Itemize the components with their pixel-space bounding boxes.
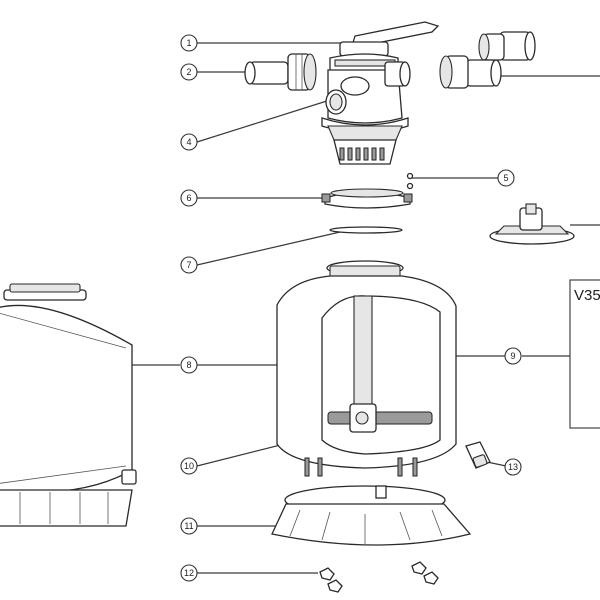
union-connector-right-lower [439, 55, 502, 89]
callout-8: 8 [180, 356, 198, 374]
callout-7: 7 [180, 256, 198, 274]
drain-cap [465, 441, 491, 469]
callout-11-label: 11 [184, 521, 193, 531]
callout-4-label: 4 [186, 137, 191, 147]
callout-1-label: 1 [186, 38, 191, 48]
callout-5: 5 [497, 169, 515, 187]
callout-2-label: 2 [186, 67, 191, 77]
callout-7-label: 7 [186, 260, 191, 270]
clamp-ring [321, 188, 413, 209]
callout-11: 11 [180, 517, 198, 535]
callout-13-label: 13 [508, 462, 518, 472]
callout-6-label: 6 [186, 193, 191, 203]
callout-9-label: 9 [510, 351, 515, 361]
filter-tank-cutaway [276, 260, 457, 477]
callout-10: 10 [180, 457, 198, 475]
callout-1: 1 [180, 34, 198, 52]
diffuser [489, 203, 575, 245]
brackets [319, 561, 439, 593]
callout-6: 6 [180, 189, 198, 207]
callout-10-label: 10 [184, 461, 194, 471]
callout-12-label: 12 [184, 568, 194, 578]
callout-9: 9 [504, 347, 522, 365]
callout-4: 4 [180, 133, 198, 151]
union-connector-right-upper [478, 31, 536, 61]
callout-2: 2 [180, 63, 198, 81]
multiport-valve [321, 21, 440, 165]
callout-8-label: 8 [186, 360, 191, 370]
o-ring [329, 226, 403, 234]
model-label: V35 [574, 287, 600, 304]
filter-base [271, 485, 472, 546]
callout-13: 13 [504, 458, 522, 476]
callout-5-label: 5 [503, 173, 508, 183]
filter-tank-body [0, 283, 137, 527]
screws [406, 172, 414, 190]
union-connector-left [244, 53, 317, 91]
callout-12: 12 [180, 564, 198, 582]
model-box: V35 [569, 279, 600, 429]
leader-lines [130, 42, 600, 574]
